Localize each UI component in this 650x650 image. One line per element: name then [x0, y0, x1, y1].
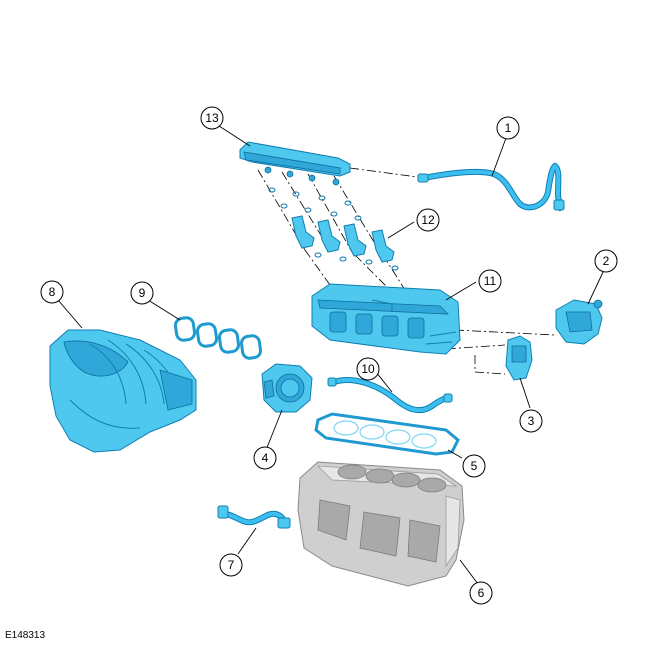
callout-5-label: 5	[471, 459, 478, 473]
fuel-hose	[417, 163, 565, 211]
callout-6-label: 6	[478, 586, 485, 600]
cylinder-block	[297, 461, 465, 587]
callout-10: 10	[356, 357, 380, 381]
injector-seals	[268, 187, 399, 271]
callout-4-label: 4	[262, 451, 269, 465]
callout-13-label: 13	[205, 111, 219, 125]
intake-gaskets	[173, 316, 263, 360]
callout-6: 6	[469, 581, 493, 605]
sensor-harness	[217, 505, 291, 529]
fuel-rail	[239, 141, 351, 186]
reference-code: E148313	[5, 630, 46, 641]
intake-manifold	[49, 329, 197, 453]
throttle-body	[261, 363, 313, 413]
callout-7-label: 7	[228, 558, 235, 572]
callout-11: 11	[478, 269, 502, 293]
callout-12: 12	[416, 208, 440, 232]
callout-2-label: 2	[603, 254, 610, 268]
callout-5: 5	[462, 454, 486, 478]
callout-9-label: 9	[139, 286, 146, 300]
callout-2: 2	[594, 249, 618, 273]
callout-3: 3	[519, 409, 543, 433]
callout-9: 9	[130, 281, 154, 305]
head-gasket	[314, 412, 460, 456]
coolant-pipe	[327, 376, 453, 414]
callout-8: 8	[40, 280, 64, 304]
callout-8-label: 8	[49, 285, 56, 299]
callout-11-label: 11	[484, 274, 497, 288]
callout-1: 1	[496, 116, 520, 140]
callout-3-label: 3	[528, 414, 535, 428]
callout-13: 13	[200, 106, 224, 130]
callout-leaders	[57, 123, 605, 585]
solenoid-valve	[505, 335, 533, 381]
callout-4: 4	[253, 446, 277, 470]
callout-7: 7	[219, 553, 243, 577]
cylinder-head	[311, 283, 461, 355]
coolant-housing	[555, 299, 603, 345]
callout-12-label: 12	[421, 213, 435, 227]
fuel-injectors	[291, 215, 395, 263]
callout-10-label: 10	[361, 362, 375, 376]
callout-1-label: 1	[505, 121, 512, 135]
